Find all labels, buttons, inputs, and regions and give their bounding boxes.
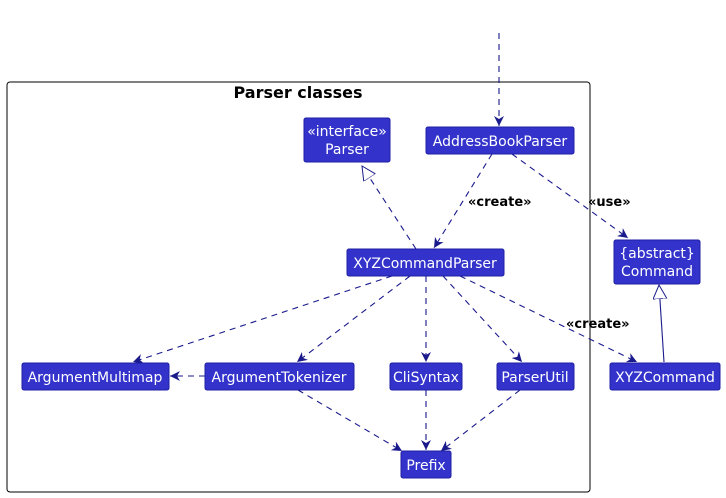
class-parserutil-name: ParserUtil	[501, 370, 568, 386]
edge-argumenttokenizer-to-prefix	[297, 389, 403, 452]
class-addressbookparser-name: AddressBookParser	[433, 134, 568, 150]
class-argumentmultimap-name: ArgumentMultimap	[28, 370, 163, 386]
class-parserutil: ParserUtil	[496, 362, 575, 391]
edge-xyzcommand-extends-command	[659, 285, 664, 363]
class-argumenttokenizer-name: ArgumentTokenizer	[212, 370, 347, 386]
edge-addressbookparser-creates-xyzcommandparser	[433, 153, 493, 249]
interface-parser-stereotype: «interface»	[307, 124, 387, 140]
class-xyzcommand: XYZCommand	[609, 362, 721, 391]
class-prefix: Prefix	[400, 450, 452, 479]
class-argumentmultimap: ArgumentMultimap	[21, 362, 170, 391]
edge-xyzcommandparser-to-parserutil	[442, 275, 523, 363]
edge-parserutil-to-prefix	[440, 389, 521, 452]
abstract-command-name: Command	[621, 264, 693, 280]
class-xyzcommandparser: XYZCommandParser	[346, 248, 505, 277]
package-frame	[6, 81, 591, 493]
class-xyzcommand-name: XYZCommand	[615, 370, 715, 386]
edge-label-create-parser: «create»	[468, 195, 532, 210]
package-title: Parser classes	[233, 83, 362, 102]
class-clisyntax: CliSyntax	[389, 362, 463, 391]
abstract-command-stereotype: {abstract}	[619, 246, 695, 262]
edge-addressbookparser-uses-command	[511, 153, 629, 239]
abstract-command: {abstract} Command	[613, 239, 701, 285]
edge-xyzcommandparser-implements-parser	[362, 166, 417, 250]
edge-label-create-command: «create»	[566, 317, 630, 332]
class-addressbookparser: AddressBookParser	[425, 126, 575, 155]
edge-label-use-command: «use»	[588, 195, 631, 210]
class-prefix-name: Prefix	[406, 458, 445, 474]
interface-parser: «interface» Parser	[303, 117, 391, 163]
edge-xyzcommandparser-to-argumenttokenizer	[296, 275, 411, 363]
class-xyzcommandparser-name: XYZCommandParser	[353, 256, 497, 272]
interface-parser-name: Parser	[325, 142, 369, 158]
class-argumenttokenizer: ArgumentTokenizer	[204, 362, 355, 391]
class-clisyntax-name: CliSyntax	[393, 370, 459, 386]
edge-xyzcommandparser-to-argumentmultimap	[132, 275, 393, 364]
